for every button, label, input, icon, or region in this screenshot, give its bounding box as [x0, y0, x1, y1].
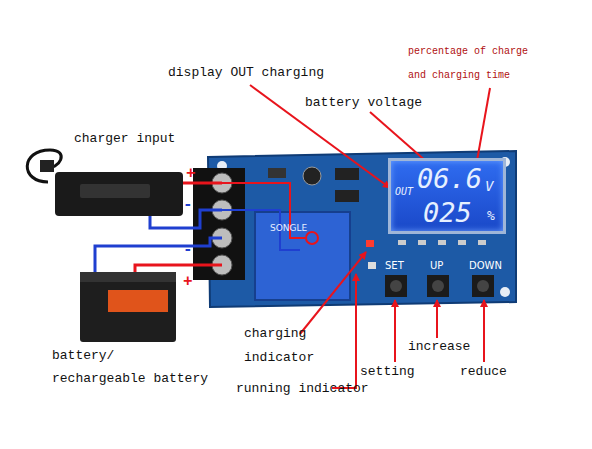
- callout-label: battery/ rechargeable battery: [52, 344, 212, 390]
- lcd-percent: 025: [423, 199, 472, 226]
- button-name: SET: [385, 259, 415, 272]
- relay: [255, 212, 350, 300]
- wire-negative: [95, 238, 222, 272]
- polarity-sign: -: [183, 195, 197, 216]
- smd-part: [398, 240, 406, 245]
- button-name: UP: [430, 259, 460, 272]
- callout-label: charger input: [74, 130, 214, 147]
- lcd-out: OUT: [395, 187, 413, 197]
- charger-adapter: [55, 172, 183, 216]
- diode: [268, 168, 286, 178]
- callout-label: percentage of charge and charging time: [408, 40, 536, 88]
- smd-part: [478, 240, 486, 245]
- chip: [335, 190, 359, 202]
- button-name: DOWN: [469, 259, 509, 272]
- polarity-sign: -: [183, 240, 197, 261]
- leader-line: [394, 300, 396, 362]
- callout-label: battery voltage: [305, 94, 465, 111]
- callout-label: running indicator: [236, 380, 396, 397]
- plug: [40, 160, 54, 172]
- polarity-sign: +: [186, 164, 200, 185]
- wire-positive: [135, 265, 222, 272]
- battery-top: [80, 272, 176, 282]
- battery-label: [108, 290, 168, 312]
- smd-part: [418, 240, 426, 245]
- push-button: [472, 275, 494, 297]
- lcd-voltage: 06.6: [417, 165, 482, 192]
- push-button: [385, 275, 407, 297]
- pcb-board: [208, 151, 516, 307]
- smd-part: [458, 240, 466, 245]
- button-cap: [432, 280, 444, 292]
- push-button: [427, 275, 449, 297]
- mount-hole: [500, 287, 510, 297]
- leader-line: [436, 300, 438, 338]
- callout-label: setting: [360, 363, 440, 380]
- running-led: [368, 262, 376, 269]
- callout-label: increase: [408, 338, 498, 355]
- battery-body: [80, 272, 176, 342]
- callout-label: charging indicator: [244, 322, 344, 370]
- lcd-unit: %: [487, 209, 495, 222]
- chip: [335, 168, 359, 180]
- relay-brand: SONGLE: [270, 222, 340, 234]
- lcd-display: OUT 06.6V 025%: [388, 158, 506, 234]
- leader-line: [483, 300, 485, 362]
- charging-led: [366, 240, 374, 247]
- smd-part: [438, 240, 446, 245]
- button-cap: [390, 280, 402, 292]
- callout-label: display OUT charging: [168, 64, 368, 81]
- polarity-sign: +: [183, 272, 197, 293]
- capacitor: [303, 167, 321, 185]
- lcd-unit: V: [485, 179, 493, 193]
- button-cap: [477, 280, 489, 292]
- leader-line: [332, 274, 356, 388]
- charger-label: [80, 184, 150, 198]
- board-trace: [306, 232, 318, 244]
- callout-label: reduce: [460, 363, 540, 380]
